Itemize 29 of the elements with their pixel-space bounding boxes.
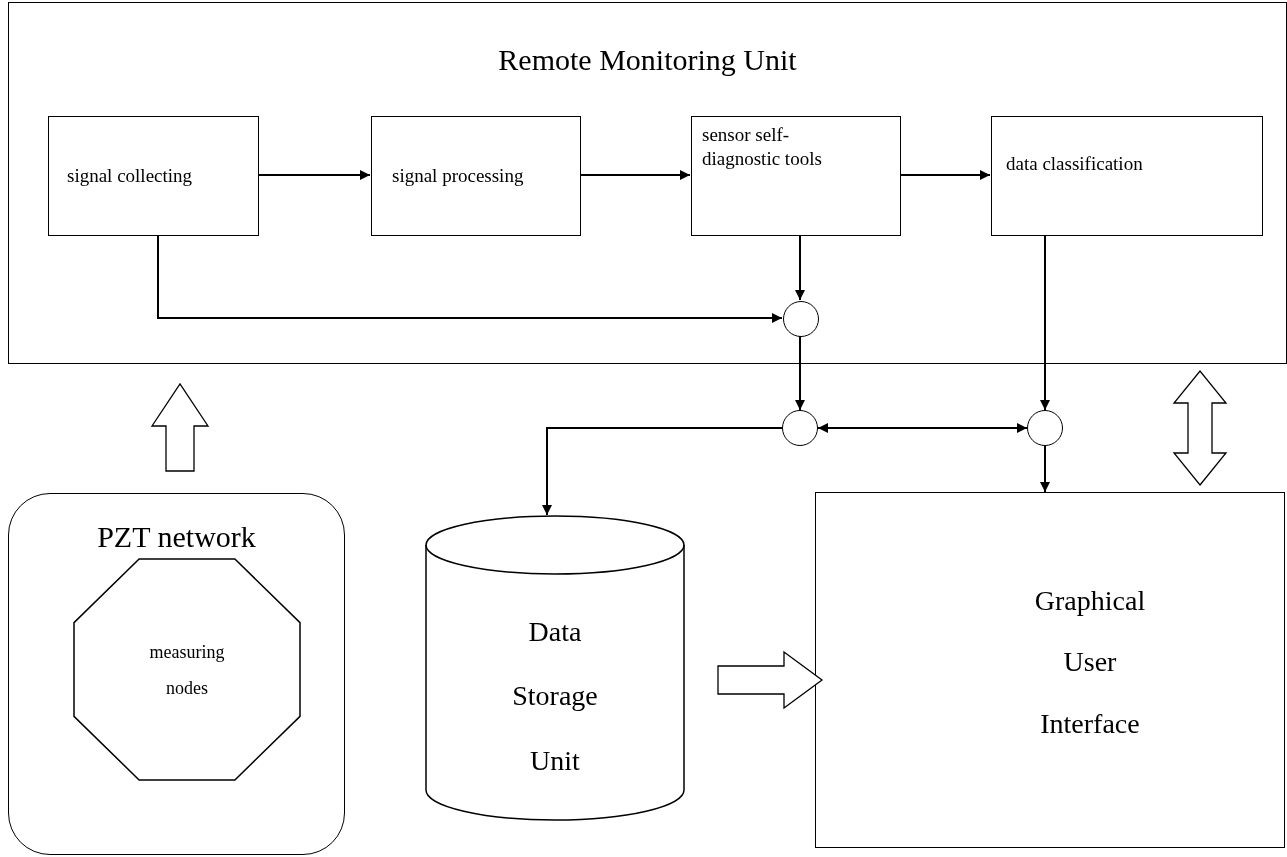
arrow xyxy=(579,170,691,180)
block-arrow xyxy=(1172,369,1228,487)
box-label: Graphical User Interface xyxy=(1033,583,1147,741)
network-container xyxy=(8,493,345,855)
block-arrow xyxy=(717,650,824,710)
box-label: data classification xyxy=(1006,153,1144,175)
octagon-label: measuring nodes xyxy=(148,640,226,700)
interface-box xyxy=(815,492,1285,848)
arrow xyxy=(257,170,371,180)
arrow xyxy=(795,335,805,411)
process-box xyxy=(991,116,1263,236)
arrow xyxy=(899,170,991,180)
box-label: signal collecting xyxy=(67,165,194,187)
arrow xyxy=(542,427,783,516)
cylinder-label: Data Storage Unit xyxy=(511,615,599,778)
container-title: Remote Monitoring Unit xyxy=(498,43,797,77)
process-box xyxy=(691,116,901,236)
container-title: PZT network xyxy=(97,520,256,554)
unit-container xyxy=(8,2,1287,364)
arrow xyxy=(1040,234,1050,411)
process-box xyxy=(48,116,259,236)
block-arrow xyxy=(150,382,210,472)
arrow xyxy=(1040,445,1050,493)
process-box xyxy=(371,116,581,236)
arrow xyxy=(795,234,805,301)
arrow xyxy=(157,234,783,323)
box-label: signal processing xyxy=(392,165,525,187)
arrow xyxy=(817,423,1028,433)
box-label: sensor self-diagnostic tools xyxy=(702,123,823,171)
